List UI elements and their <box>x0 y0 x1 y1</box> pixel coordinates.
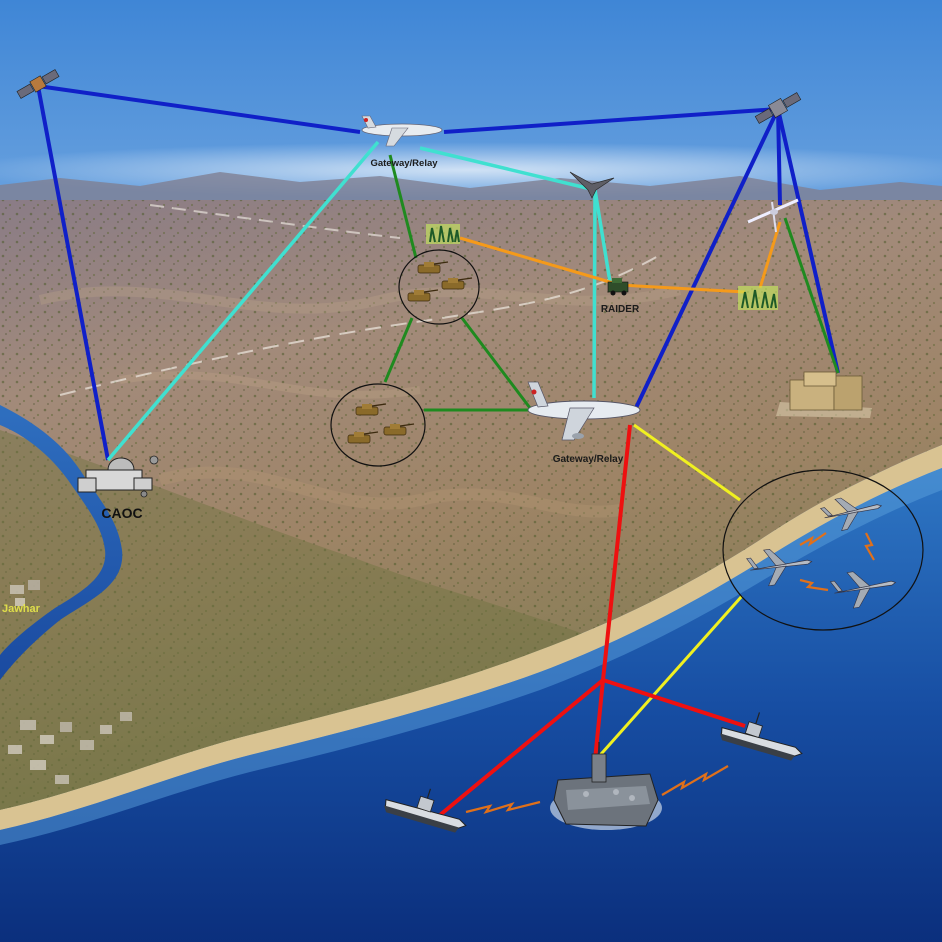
satellite-icon[interactable] <box>754 90 803 126</box>
tank-icon <box>407 289 439 302</box>
tank-group-circle-upper <box>398 249 480 325</box>
fighter-jet-icon[interactable] <box>746 544 814 589</box>
town-cluster <box>8 580 132 784</box>
raider-label: RAIDER <box>601 304 640 315</box>
ground-link <box>383 317 414 383</box>
zigzag-link <box>799 532 827 547</box>
aircraft-carrier-icon[interactable] <box>550 742 662 830</box>
satcom-link <box>443 107 779 134</box>
relay-top-label: Gateway/Relay <box>370 158 438 169</box>
tank-icon <box>417 261 449 274</box>
relay-link <box>592 189 597 399</box>
zigzag-link <box>799 578 829 592</box>
relay-mid-label: Gateway/Relay <box>553 454 624 465</box>
tank-group-icon[interactable] <box>407 261 473 302</box>
satcom-link <box>36 85 110 461</box>
naval-link <box>601 424 632 681</box>
destroyer-icon[interactable] <box>718 703 810 765</box>
network-links <box>36 84 840 817</box>
zigzag-link <box>864 532 875 561</box>
zigzag-link <box>465 800 541 814</box>
satcom-link <box>776 108 782 206</box>
sensor-link <box>758 221 782 289</box>
sensor-link <box>459 236 621 287</box>
troops-icon[interactable] <box>426 224 460 244</box>
caoc-building-icon[interactable] <box>77 455 159 498</box>
relay-link <box>593 189 612 283</box>
radar-vehicle-icon[interactable] <box>607 278 629 296</box>
zigzag-link <box>661 765 729 796</box>
tank-icon <box>347 431 379 444</box>
flying-wing-icon[interactable] <box>569 171 615 199</box>
ground-link <box>388 154 418 259</box>
satellite-icon[interactable] <box>16 68 60 100</box>
ground-link <box>460 317 532 409</box>
relay-aircraft-icon[interactable] <box>527 381 641 441</box>
fighter-jet-icon[interactable] <box>819 490 884 534</box>
satcom-link <box>776 108 840 374</box>
town-label: Jawhar <box>2 603 41 615</box>
fighter-jet-icon[interactable] <box>829 565 898 612</box>
satcom-link <box>632 108 780 413</box>
tank-group-icon[interactable] <box>347 403 415 444</box>
relay-link <box>106 140 380 462</box>
tank-icon <box>355 403 387 416</box>
sensor-link <box>619 283 746 294</box>
satcom-link <box>37 84 361 134</box>
fighter-group-circle <box>722 469 924 631</box>
tank-group-circle-lower <box>330 383 426 467</box>
facility-building-icon[interactable] <box>776 371 872 418</box>
air-link <box>592 595 744 763</box>
relay-aircraft-icon[interactable] <box>361 115 443 147</box>
tank-icon <box>441 277 473 290</box>
destroyer-icon[interactable] <box>382 777 473 837</box>
caoc-label: CAOC <box>101 505 142 521</box>
troops-icon[interactable] <box>738 286 778 310</box>
uav-icon[interactable] <box>747 198 799 233</box>
naval-link <box>438 678 605 817</box>
tank-icon <box>383 423 415 436</box>
ground-link <box>783 217 840 374</box>
air-link <box>633 423 741 502</box>
datalink-zigzags <box>465 532 875 814</box>
naval-link <box>602 678 746 728</box>
relay-link <box>419 146 596 192</box>
